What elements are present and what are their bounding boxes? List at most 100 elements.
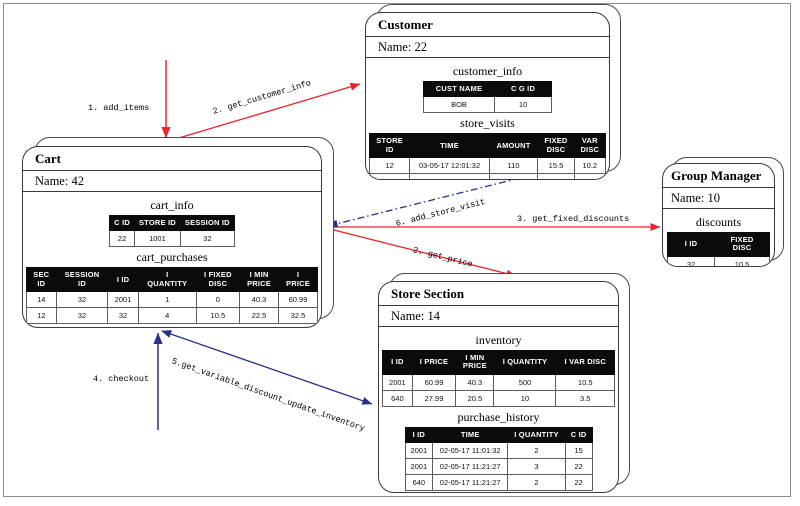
cell: 12.36	[573, 173, 607, 179]
table-store-visits[interactable]: STORE ID TIME AMOUNT FIXED DISC VAR DISC…	[368, 133, 607, 179]
table-row: 640 27.99 20.5 10 3.5	[382, 389, 615, 407]
table-row: 2001 02-05-17 11:21:27 3 22	[404, 458, 593, 476]
col-i-quantity: I QUANTITY	[493, 350, 557, 375]
table-purchase-history[interactable]: I ID TIME I QUANTITY C ID 2001 02-05-17 …	[404, 426, 593, 492]
group-manager-title: Group Manager	[671, 168, 762, 183]
col-i-id: I ID	[107, 267, 139, 293]
table-header-row: STORE ID TIME AMOUNT FIXED DISC VAR DISC	[368, 133, 607, 159]
object-cart[interactable]: Cart Name: 42 cart_info C ID STORE ID SE…	[22, 137, 334, 328]
table-row: 1001 02-05-17 11:21:27 176.35 22.45 12.3…	[368, 173, 607, 179]
store-section-table-name-inventory: inventory	[475, 333, 522, 347]
group-manager-body: discounts I ID FIXED DISC 32 10.5 112 3	[663, 209, 774, 266]
cell: 10.2	[573, 157, 607, 175]
store-section-card[interactable]: Store Section Name: 14 inventory I ID I …	[378, 281, 619, 493]
cell: 4	[137, 307, 197, 325]
table-inventory[interactable]: I ID I PRICE I MIN PRICE I QUANTITY I VA…	[382, 350, 615, 407]
group-manager-table-name-discounts: discounts	[695, 215, 742, 229]
table-row: 14 32 2001 1 0 40.3 60.99	[26, 291, 318, 309]
cart-table-name-cart_info: cart_info	[150, 198, 194, 212]
col-i-price: I PRICE	[411, 350, 457, 375]
cell: 10.5	[555, 373, 615, 391]
object-group-manager[interactable]: Group Manager Name: 10 discounts I ID FI…	[662, 157, 784, 267]
col-c-id: C ID	[109, 214, 135, 232]
cell: 1	[137, 291, 197, 309]
cell: 640	[404, 474, 434, 492]
object-store-section[interactable]: Store Section Name: 14 inventory I ID I …	[378, 273, 630, 493]
cell: 02-05-17 11:01:32	[432, 442, 509, 460]
group-manager-card[interactable]: Group Manager Name: 10 discounts I ID FI…	[662, 163, 775, 267]
cart-card[interactable]: Cart Name: 42 cart_info C ID STORE ID SE…	[22, 146, 322, 328]
cell: 640	[382, 389, 413, 407]
cell: 40.3	[239, 291, 279, 309]
cell: 176.35	[488, 173, 539, 179]
col-c-g-id: C G ID	[494, 80, 552, 98]
cart-title: Cart	[35, 151, 61, 166]
col-time: TIME	[432, 426, 509, 444]
col-time: TIME	[409, 133, 490, 159]
col-i-id: I ID	[667, 232, 715, 257]
table-discounts[interactable]: I ID FIXED DISC 32 10.5 112 3.5	[667, 232, 770, 266]
group-manager-name: Name: 10	[663, 187, 774, 209]
cell: 27.99	[411, 389, 457, 407]
message-label-get-fixed-discounts: 3. get_fixed_discounts	[517, 214, 630, 224]
table-header-row: CUST NAME C G ID	[423, 80, 552, 98]
message-label-get-customer-info: 2. get_customer_info	[211, 78, 313, 117]
cell: 32	[667, 255, 715, 266]
cell: 0	[195, 291, 241, 309]
col-session-id: SESSION ID	[55, 267, 109, 293]
cell: 1001	[133, 230, 181, 248]
col-i-quantity: I QUANTITY	[507, 426, 566, 444]
cart-body: cart_info C ID STORE ID SESSION ID 22 10…	[23, 192, 321, 327]
cell: 3	[507, 458, 566, 476]
table-cart-purchases[interactable]: SEC ID SESSION ID I ID I QUANTITY I FIXE…	[26, 267, 318, 325]
table-header-row: SEC ID SESSION ID I ID I QUANTITY I FIXE…	[26, 267, 318, 293]
col-fixed-disc: FIXED DISC	[714, 232, 770, 257]
table-cart-info[interactable]: C ID STORE ID SESSION ID 22 1001 32	[109, 214, 235, 248]
col-i-price: I PRICE	[278, 267, 318, 293]
object-customer[interactable]: Customer Name: 22 customer_info CUST NAM…	[365, 4, 621, 180]
cell: 2	[507, 474, 566, 492]
table-row: 2001 60.99 40.3 500 10.5	[382, 373, 615, 391]
cell: 22	[109, 230, 135, 248]
message-label-add-store-visit: 6. add_store_visit	[394, 196, 487, 229]
message-label-add-items: 1. add_items	[88, 103, 150, 113]
table-row: 12 03-05-17 12:01:32 110 15.5 10.2	[368, 157, 607, 175]
table-row: BOB 10	[423, 96, 552, 114]
cell: 2001	[404, 442, 434, 460]
cell: 03-05-17 12:01:32	[409, 157, 490, 175]
cell: 12	[368, 157, 411, 175]
cell: 60.99	[411, 373, 457, 391]
col-i-id: I ID	[382, 350, 413, 375]
col-store-id: STORE ID	[368, 133, 411, 159]
table-customer-info[interactable]: CUST NAME C G ID BOB 10	[423, 80, 552, 114]
cell: 15	[564, 442, 593, 460]
cell: 20.5	[455, 389, 495, 407]
store-section-name: Name: 14	[379, 305, 618, 327]
message-label-get-variable-discount: 5.get_variable_discount_update_inventory	[170, 356, 367, 434]
customer-title: Customer	[378, 17, 433, 32]
col-i-fixed-disc: I FIXED DISC	[195, 267, 241, 293]
table-header-row: I ID I PRICE I MIN PRICE I QUANTITY I VA…	[382, 350, 615, 375]
cell: 60.99	[278, 291, 318, 309]
cell: 2001	[382, 373, 413, 391]
table-row: 22 1001 32	[109, 230, 235, 248]
cell: 22.45	[537, 173, 575, 179]
col-var-disc: VAR DISC	[573, 133, 607, 159]
col-session-id: SESSION ID	[179, 214, 235, 232]
cell: 1001	[368, 173, 411, 179]
col-i-var-disc: I VAR DISC	[555, 350, 615, 375]
table-header-row: C ID STORE ID SESSION ID	[109, 214, 235, 232]
cell: 110	[488, 157, 539, 175]
cell: 02-05-17 11:21:27	[432, 458, 509, 476]
col-amount: AMOUNT	[488, 133, 539, 159]
cell: 32.5	[278, 307, 318, 325]
cell: 32	[107, 307, 139, 325]
customer-table-name-customer_info: customer_info	[452, 64, 523, 78]
cell: 22.5	[239, 307, 279, 325]
cell: 2001	[404, 458, 434, 476]
table-header-row: I ID TIME I QUANTITY C ID	[404, 426, 593, 444]
cell: 12	[26, 307, 57, 325]
cell: 10.5	[714, 255, 770, 266]
cell: 500	[493, 373, 557, 391]
customer-card[interactable]: Customer Name: 22 customer_info CUST NAM…	[365, 12, 610, 180]
